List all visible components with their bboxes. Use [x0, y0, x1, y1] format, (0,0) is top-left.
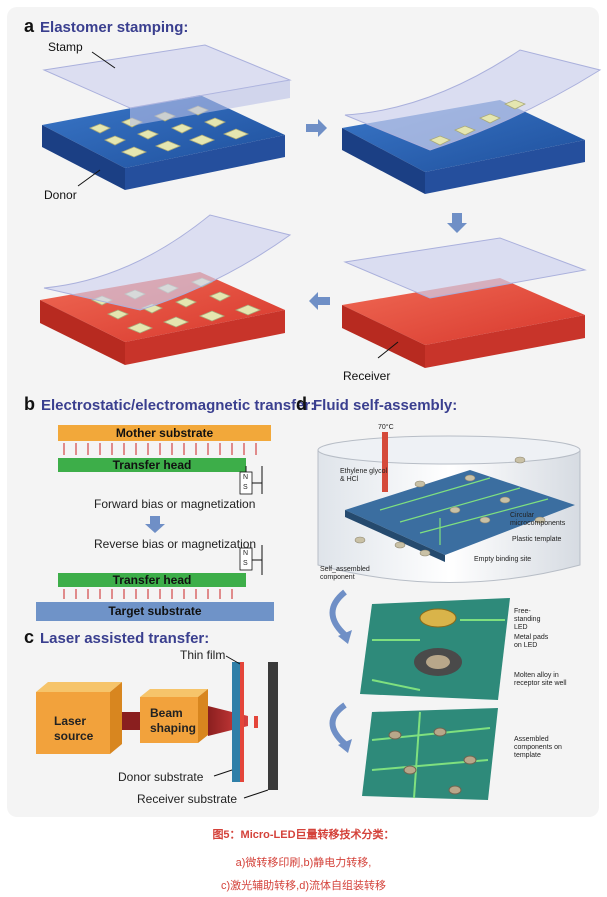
arrow-down-b [145, 516, 165, 533]
arrow-left-1 [309, 292, 330, 310]
transfer-head-top-label: Transfer head [112, 458, 192, 472]
stamp-3 [343, 237, 587, 299]
beam-shaping-label: Beam shaping [150, 706, 197, 735]
donor-label: Donor [44, 188, 77, 202]
curved-arrow-1 [329, 589, 348, 638]
receiver-substrate-label: Receiver substrate [137, 792, 238, 806]
magnet-s-bottom: S [243, 560, 248, 567]
assembled-components-label: Assembled components on template [514, 736, 562, 759]
metal-pads-label: Metal pads on LED [514, 634, 549, 649]
free-standing-label: Free-standing LED [514, 608, 541, 631]
empty-binding-site-label: Empty binding site [474, 556, 532, 563]
plastic-template-label: Plastic template [512, 536, 562, 543]
arrow-right-1 [306, 119, 327, 137]
charge-arrows-bottom [63, 589, 233, 599]
mother-substrate-bar [58, 425, 271, 441]
receiver-block-1 [342, 278, 585, 368]
micro-components [354, 456, 546, 557]
stamp-4-peeling [43, 214, 292, 311]
beam-shaping-box [140, 689, 208, 743]
zoom-assembled [362, 708, 498, 800]
target-substrate-bar [36, 602, 274, 621]
curved-arrow-2 [329, 702, 348, 747]
fluid-tank [317, 435, 581, 583]
self-assembled-label: Self_assembled component [320, 566, 370, 581]
thin-film-label: Thin film [180, 648, 226, 662]
caption-line-1: 图5：Micro-LED巨量转移技术分类： [212, 829, 395, 841]
receiver-label: Receiver [343, 369, 391, 383]
arrow-down-1 [447, 213, 467, 233]
donor-substrate-plate [232, 662, 240, 782]
transfer-head-bottom-label: Transfer head [112, 573, 192, 587]
receiver-block-2 [40, 272, 285, 365]
caption-line-2: a)微转移印刷,b)静电力转移, [235, 857, 372, 869]
donor-substrate-label: Donor substrate [118, 770, 204, 784]
forward-bias-label: Forward bias or magnetization [94, 497, 256, 511]
transfer-head-bottom-bar [58, 573, 246, 587]
mother-substrate-label: Mother substrate [115, 426, 214, 440]
transfer-head-top-bar [58, 458, 246, 472]
heater-probe [382, 432, 388, 492]
laser-source-box [36, 682, 122, 754]
stamp-2-peeling [344, 49, 602, 151]
reverse-bias-label: Reverse bias or magnetization [94, 537, 257, 551]
zoom-led-site [360, 598, 510, 700]
ethylene-label: Ethylene glycol & HCl [340, 468, 388, 483]
target-substrate-label: Target substrate [108, 604, 202, 618]
charge-arrows-top [63, 443, 257, 455]
molten-alloy-label: Molten alloy in receptor site well [514, 672, 567, 687]
magnet-s-top: S [243, 484, 248, 491]
temperature-label: 70°C [378, 424, 394, 431]
caption-line-3: c)激光辅助转移,d)流体自组装转移 [221, 880, 386, 892]
circular-microcomponents-label: Circular microcomponents [510, 512, 566, 527]
donor-block-1 [42, 95, 285, 190]
magnet-n-bottom: N [243, 550, 249, 557]
laser-source-label: Laser source [54, 714, 94, 743]
stamp-label: Stamp [48, 40, 83, 54]
receiver-substrate-plate [268, 662, 278, 790]
magnet-n-top: N [243, 474, 249, 481]
